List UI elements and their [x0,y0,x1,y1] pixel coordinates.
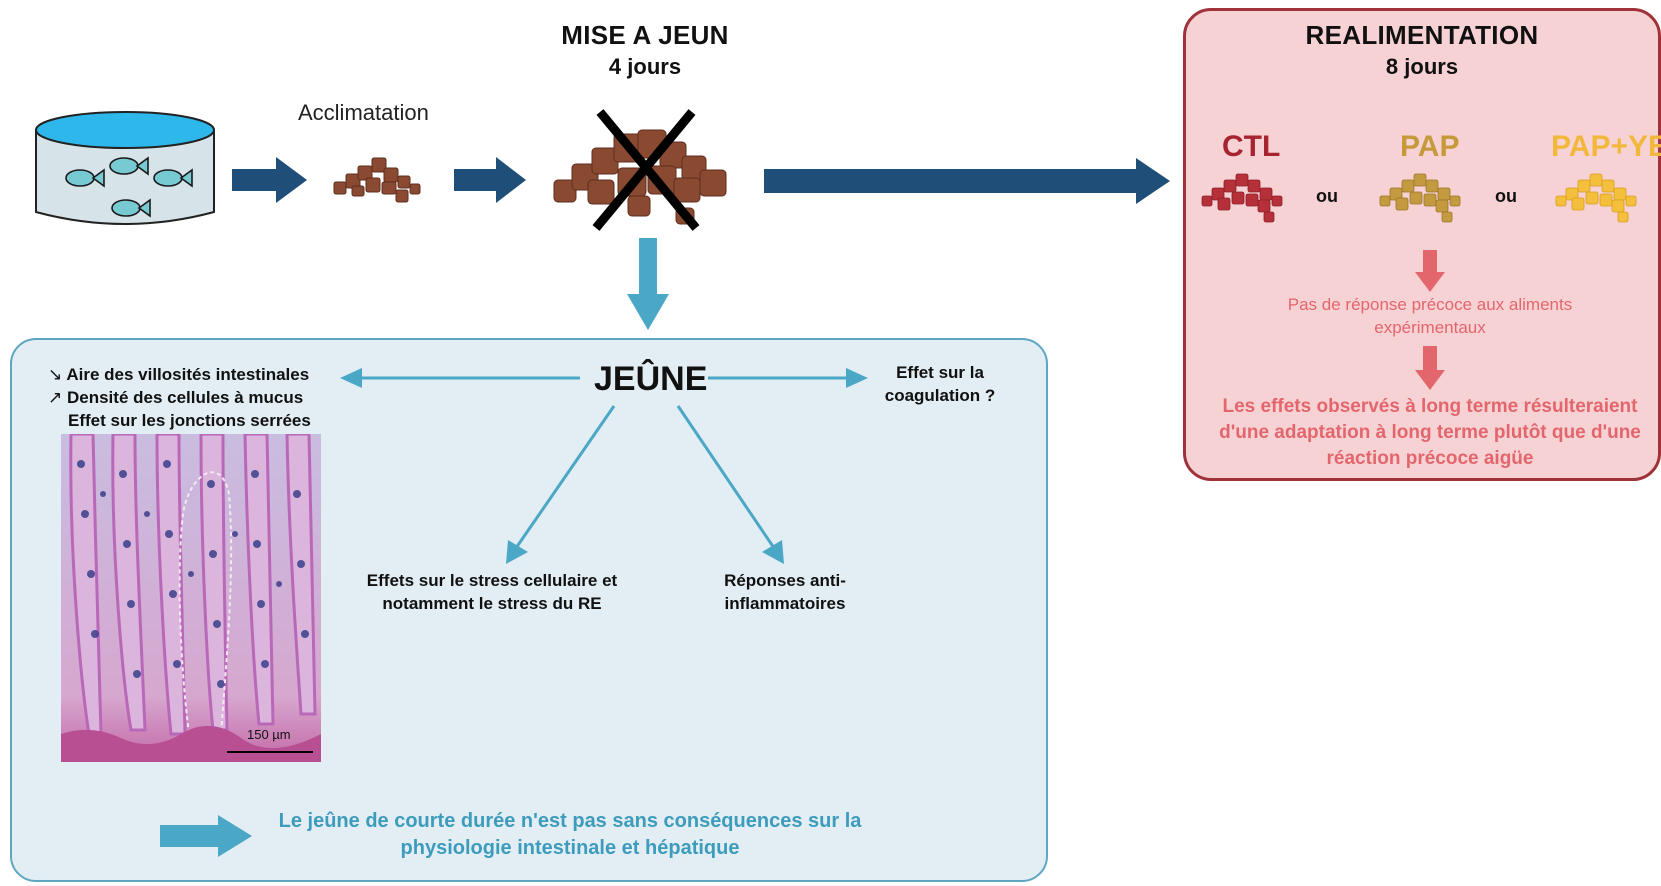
arrow-to-inflammation-head [762,540,784,564]
cellular-stress-effect: Effets sur le stress cellulaire et notam… [366,571,618,613]
pap-pellets-icon [1379,173,1461,223]
intestinal-histology-image [61,434,321,762]
feed-pellets-small [333,157,421,203]
diet-label-ctl: CTL [1222,130,1281,163]
villi-item-area: ↘ Aire des villosités intestinales [48,365,310,384]
arrow-to-stress-head [506,540,528,564]
arrow-to-villi-head [340,368,362,388]
villi-effects-list: ↘ Aire des villosités intestinales ↗ Den… [48,364,311,433]
fasting-center-label: JEÛNE [594,360,708,398]
early-response-note: Pas de réponse précoce aux aliments expé… [1287,295,1573,337]
refeeding-conclusion: Les effets observés à long terme résulte… [1219,396,1641,470]
pink-arrow-down-2 [1415,346,1445,390]
villi-item-junctions: Effet sur les jonctions serrées [68,410,311,430]
refeeding-title: REALIMENTATION [1305,20,1539,50]
diet-label-pap-ye: PAP+YE [1551,130,1661,163]
fasting-title: MISE A JEUN [561,20,729,50]
refeeding-panel [1183,8,1661,481]
refeeding-duration: 8 jours [1385,54,1459,79]
crossed-feed-icon [553,109,727,231]
arrow-to-fasting [454,157,526,203]
jeune-arrows [340,368,868,564]
pap-ye-pellets-icon [1555,173,1637,223]
pink-arrow-down-1 [1415,250,1445,292]
arrow-to-inflammation [676,405,776,549]
villi-item-mucus: ↗ Densité des cellules à mucus [48,387,304,407]
coagulation-effect: Effet sur la coagulation ? [884,363,996,405]
or-separator-1: ou [1316,186,1338,206]
anti-inflammatory-effect: Réponses anti-inflammatoires [724,571,846,613]
conclusion-arrow [160,815,252,857]
diet-label-pap: PAP [1400,130,1460,163]
arrow-up-right-icon: ↗ [48,387,63,407]
fasting-conclusion: Le jeûne de courte durée n'est pas sans … [278,810,862,859]
arrow-down-to-fasting-effects [627,238,669,330]
acclimatation-label: Acclimatation [298,100,429,125]
arrow-to-acclimatation [232,157,307,203]
or-separator-2: ou [1495,186,1517,206]
fasting-duration: 4 jours [608,54,682,79]
fish-tank-illustration [35,111,215,225]
arrow-to-coagulation-head [846,368,868,388]
histology-scale-bar-label: 150 µm [247,727,291,742]
fish-icon [65,156,193,218]
ctl-pellets-icon [1201,173,1283,223]
arrow-to-refeeding [764,158,1170,204]
arrow-to-stress [514,405,616,549]
arrow-down-right-icon: ↘ [48,365,63,384]
